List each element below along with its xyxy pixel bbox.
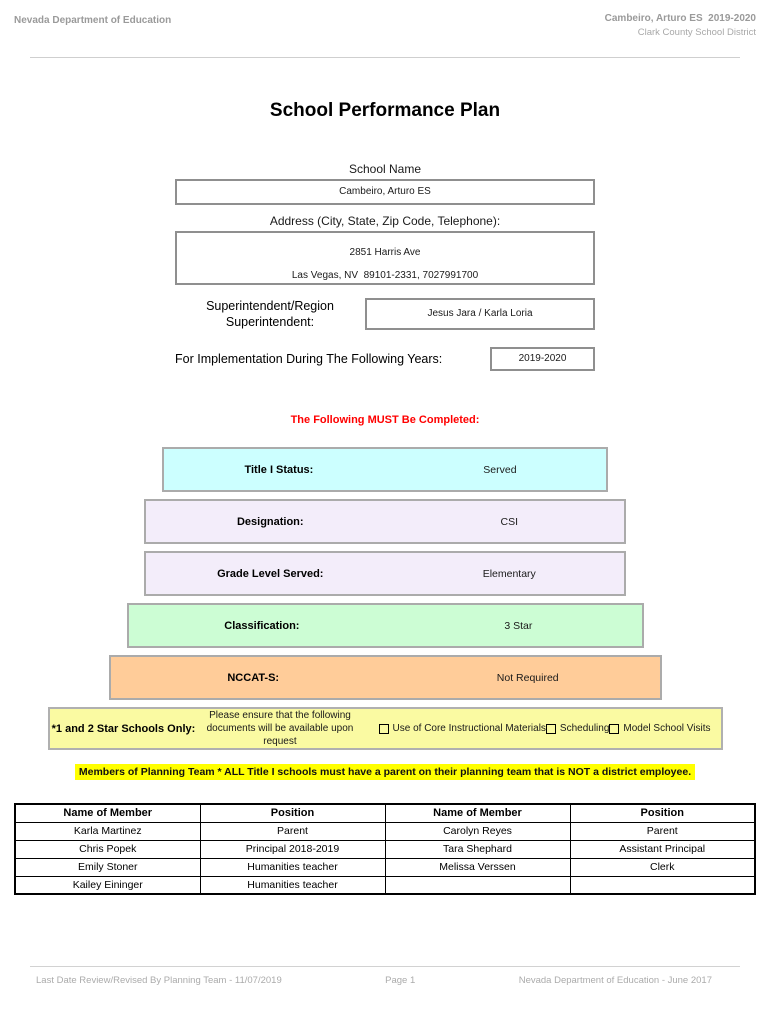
table-cell: Tara Shephard bbox=[384, 839, 571, 859]
must-complete-notice: The Following MUST Be Completed: bbox=[290, 414, 480, 426]
superintendent-field[interactable]: Jesus Jara / Karla Loria bbox=[365, 298, 595, 330]
table-cell: Emily Stoner bbox=[14, 857, 201, 877]
planning-team-notice-row: Members of Planning Team * ALL Title I s… bbox=[0, 762, 770, 780]
star-schools-bar: *1 and 2 Star Schools Only: Please ensur… bbox=[47, 707, 723, 750]
header-divider bbox=[30, 57, 740, 58]
table-cell bbox=[569, 875, 756, 895]
star-schools-note: Please ensure that the following documen… bbox=[206, 710, 354, 747]
school-name-field[interactable]: Cambeiro, Arturo ES bbox=[175, 179, 595, 205]
table-cell: Humanities teacher bbox=[199, 875, 386, 895]
header-school-block: Cambeiro, Arturo ES 2019-2020 Clark Coun… bbox=[605, 13, 756, 38]
checkbox-label: Use of Core Instructional Materials bbox=[392, 723, 546, 734]
planning-team-notice: Members of Planning Team * ALL Title I s… bbox=[74, 764, 696, 780]
table-cell: Carolyn Reyes bbox=[384, 821, 571, 841]
status-value: Not Required bbox=[496, 671, 559, 684]
superintendent-row: Superintendent/Region Superintendent: Je… bbox=[175, 298, 595, 330]
checkbox-label: Model School Visits bbox=[623, 723, 711, 734]
status-label: Classification: bbox=[224, 619, 300, 632]
table-cell: Melissa Verssen bbox=[384, 857, 571, 877]
page-title: School Performance Plan bbox=[269, 100, 501, 121]
table-header-cell: Name of Member bbox=[14, 803, 201, 823]
table-header-cell: Position bbox=[569, 803, 756, 823]
header-agency: Nevada Department of Education bbox=[14, 15, 172, 26]
implementation-years-label: For Implementation During The Following … bbox=[175, 352, 443, 366]
status-value: Served bbox=[483, 463, 517, 476]
implementation-years-field[interactable]: 2019-2020 bbox=[490, 347, 595, 371]
checkbox-item: Model School Visits bbox=[609, 723, 711, 734]
table-cell: Clerk bbox=[569, 857, 756, 877]
status-value: CSI bbox=[500, 515, 519, 528]
address-label: Address (City, State, Zip Code, Telephon… bbox=[269, 214, 501, 228]
status-row-classification: Classification: 3 Star bbox=[126, 603, 644, 648]
form-section: School Name Cambeiro, Arturo ES Address … bbox=[175, 162, 595, 371]
header-district: Clark County School District bbox=[637, 27, 756, 38]
status-value: Elementary bbox=[482, 567, 536, 580]
implementation-years-row: For Implementation During The Following … bbox=[175, 347, 595, 371]
star-schools-label: *1 and 2 Star Schools Only: bbox=[51, 722, 196, 735]
header-school-year: Cambeiro, Arturo ES 2019-2020 bbox=[604, 13, 756, 24]
table-cell: Kailey Eininger bbox=[14, 875, 201, 895]
status-label: Designation: bbox=[236, 515, 304, 528]
checkbox[interactable] bbox=[609, 723, 620, 734]
school-name-label: School Name bbox=[348, 162, 422, 176]
footer-page-number: Page 1 bbox=[385, 975, 416, 986]
superintendent-label: Superintendent/Region Superintendent: bbox=[206, 299, 334, 329]
table-header-cell: Name of Member bbox=[384, 803, 571, 823]
status-label: NCCAT-S: bbox=[227, 671, 280, 684]
page-footer: Last Date Review/Revised By Planning Tea… bbox=[30, 966, 740, 986]
page-header: Nevada Department of Education Cambeiro,… bbox=[14, 13, 756, 38]
status-label: Title I Status: bbox=[244, 463, 314, 476]
table-cell: Parent bbox=[199, 821, 386, 841]
table-cell: Karla Martinez bbox=[14, 821, 201, 841]
table-cell: Chris Popek bbox=[14, 839, 201, 859]
checkbox-label: Scheduling bbox=[559, 723, 610, 734]
status-row-grade-level-served: Grade Level Served: Elementary bbox=[144, 551, 626, 596]
checkbox[interactable] bbox=[378, 723, 389, 734]
status-label: Grade Level Served: bbox=[217, 567, 324, 580]
footer-revision-date: Last Date Review/Revised By Planning Tea… bbox=[36, 975, 282, 986]
table-cell: Humanities teacher bbox=[199, 857, 386, 877]
star-schools-checkboxes: Use of Core Instructional Materials Sched… bbox=[363, 723, 721, 734]
table-cell: Principal 2018-2019 bbox=[199, 839, 386, 859]
status-value: 3 Star bbox=[504, 619, 533, 632]
address-field[interactable]: 2851 Harris Ave Las Vegas, NV 89101-2331… bbox=[175, 231, 595, 285]
table-header-cell: Position bbox=[199, 803, 386, 823]
checkbox-item: Use of Core Instructional Materials bbox=[378, 723, 546, 734]
status-row-title-i-status: Title I Status: Served bbox=[162, 447, 608, 492]
table-cell: Assistant Principal bbox=[569, 839, 756, 859]
footer-source: Nevada Department of Education - June 20… bbox=[518, 975, 712, 986]
table-cell bbox=[384, 875, 571, 895]
status-row-designation: Designation: CSI bbox=[144, 499, 626, 544]
checkbox-item: Scheduling bbox=[545, 723, 610, 734]
status-row-nccat-s: NCCAT-S: Not Required bbox=[108, 655, 662, 700]
table-cell: Parent bbox=[569, 821, 756, 841]
checkbox[interactable] bbox=[545, 723, 556, 734]
